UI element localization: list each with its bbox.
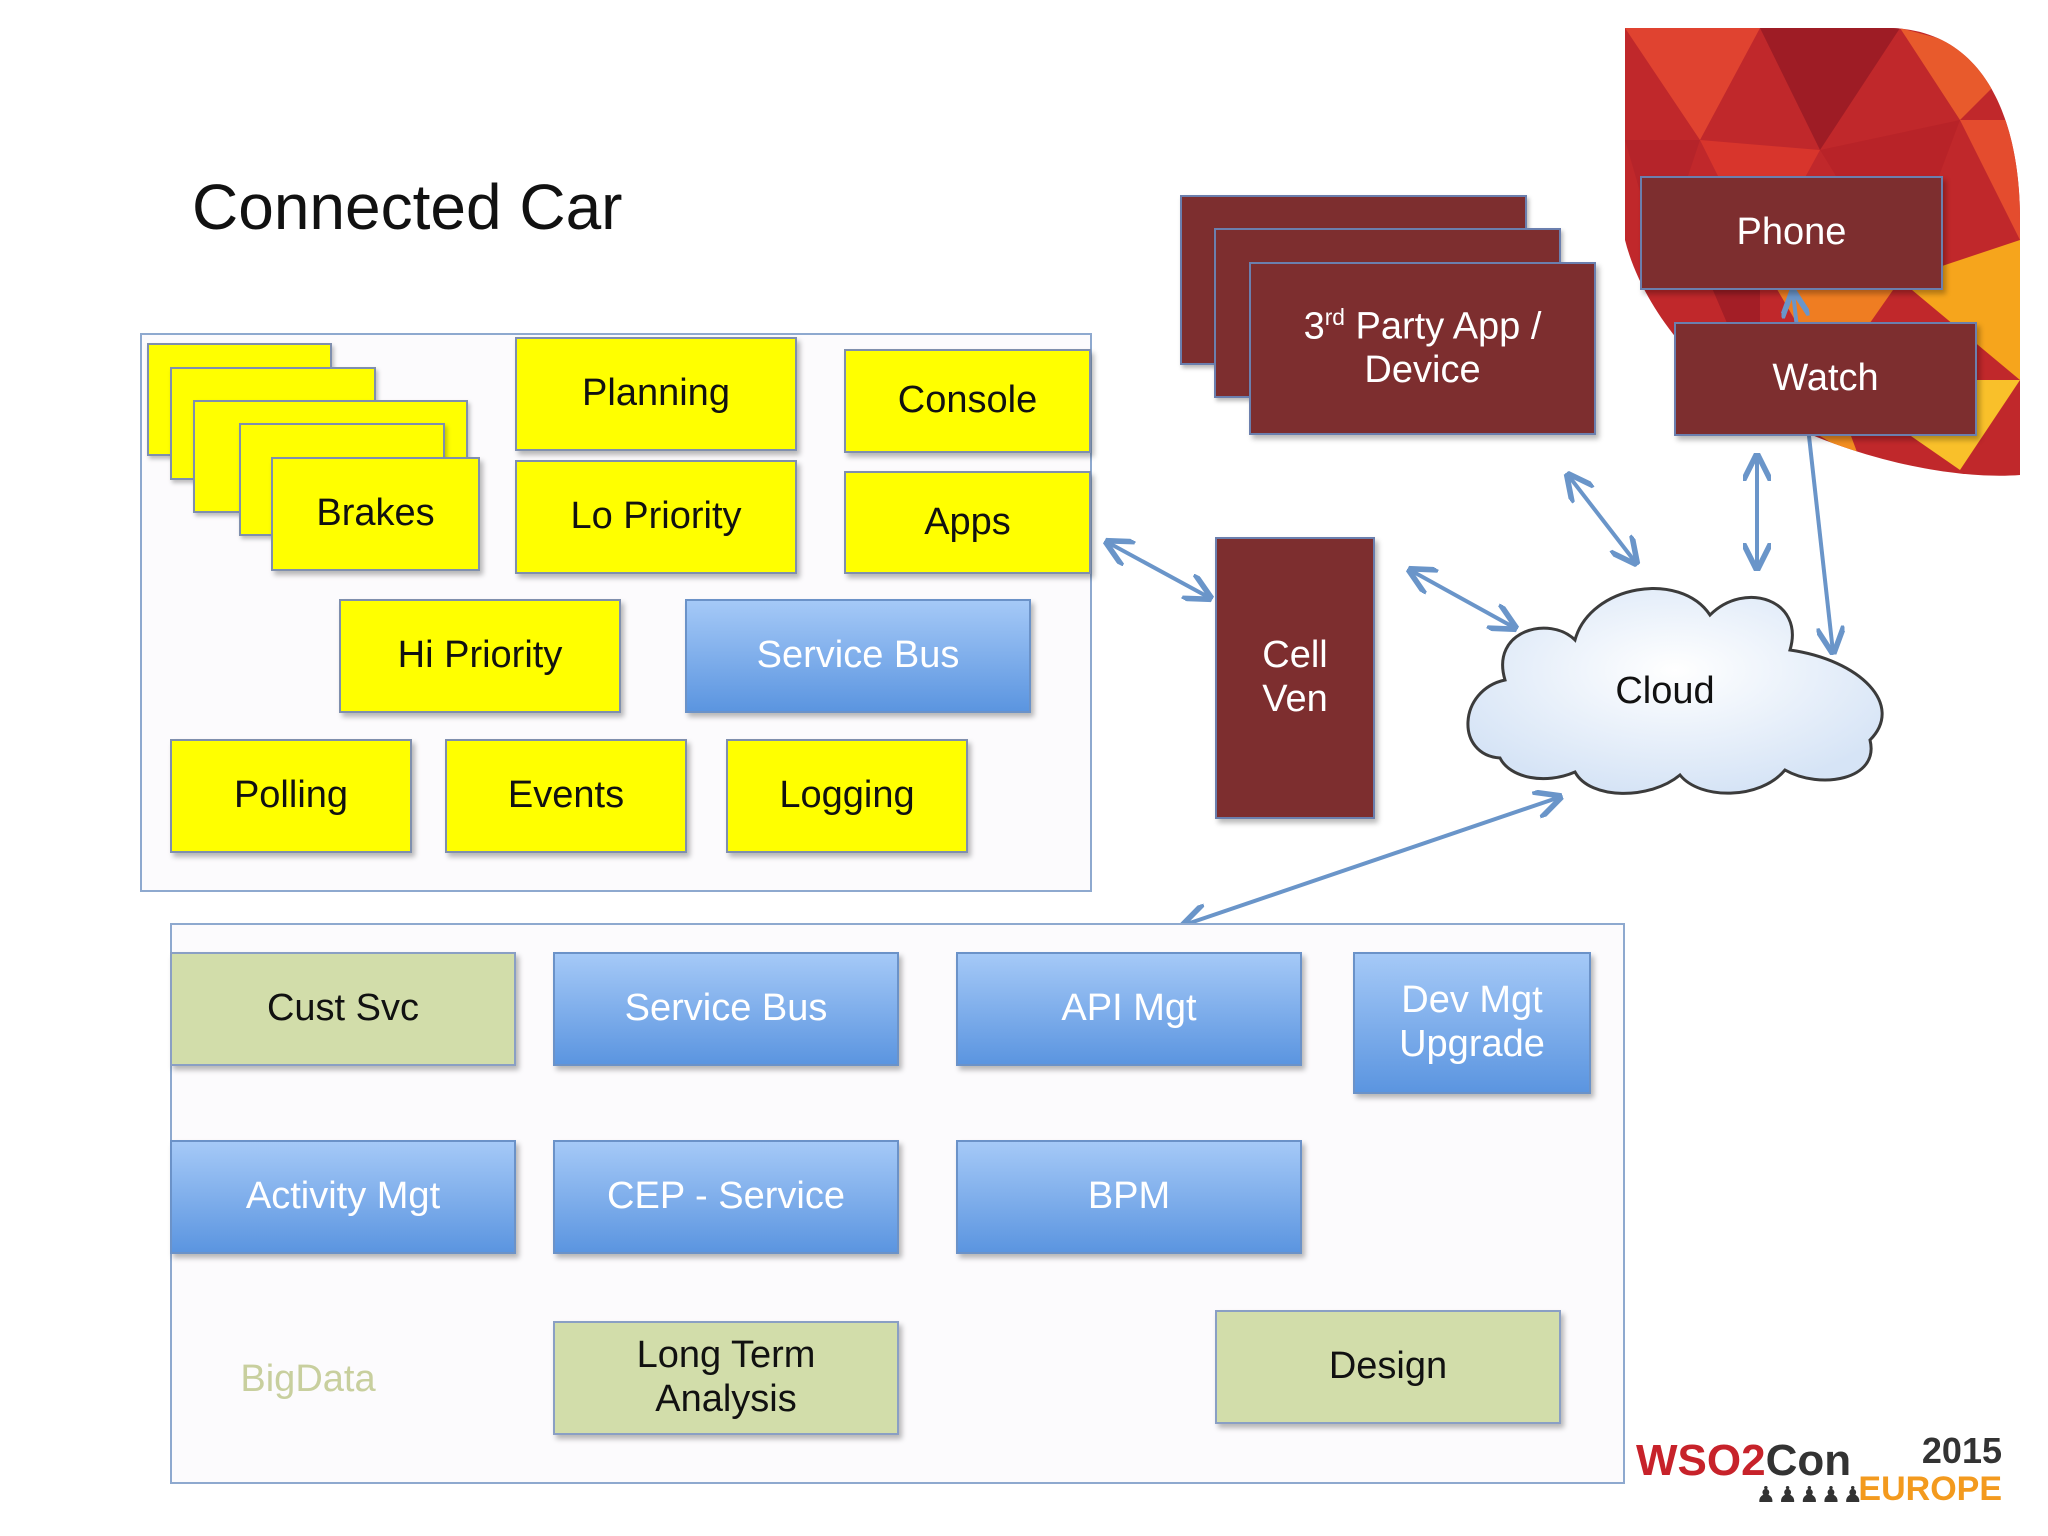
third-party-line1: 3rd Party App / xyxy=(1303,303,1542,348)
hi-priority-box: Hi Priority xyxy=(339,599,621,713)
logo-year: 2015 xyxy=(1921,1430,2002,1471)
events-box: Events xyxy=(445,739,687,853)
apps-box: Apps xyxy=(844,471,1091,574)
dev-mgt-line1: Dev Mgt xyxy=(1401,979,1543,1022)
arrow-thirdparty-to-cloud xyxy=(1568,475,1636,563)
third-party-app-box: 3rd Party App / Device xyxy=(1249,262,1596,435)
apps-label: Apps xyxy=(924,500,1011,543)
lo-priority-box: Lo Priority xyxy=(515,460,797,574)
long-term-line2: Analysis xyxy=(655,1378,797,1420)
cep-service-label: CEP - Service xyxy=(607,1175,845,1218)
brakes-label: Brakes xyxy=(316,492,435,535)
third-party-line2: Device xyxy=(1364,349,1481,392)
cell-vendor-box: Cell Ven xyxy=(1215,537,1375,819)
page-title: Connected Car xyxy=(192,171,623,243)
logging-box: Logging xyxy=(726,739,968,853)
car-service-bus-label: Service Bus xyxy=(756,634,960,677)
people-icon: ♟♟♟♟♟ xyxy=(1756,1482,1865,1507)
watch-label: Watch xyxy=(1772,357,1879,400)
dev-mgt-box: Dev Mgt Upgrade xyxy=(1353,952,1591,1094)
dev-mgt-line2: Upgrade xyxy=(1399,1023,1545,1065)
planning-box: Planning xyxy=(515,337,797,451)
polling-label: Polling xyxy=(233,774,349,817)
polling-box: Polling xyxy=(170,739,412,853)
long-term-analysis-box: Long Term Analysis xyxy=(553,1321,899,1435)
cloud-shape xyxy=(1466,587,1884,795)
activity-mgt-label: Activity Mgt xyxy=(245,1175,441,1218)
logging-label: Logging xyxy=(779,774,915,817)
watch-box: Watch xyxy=(1674,322,1977,436)
backend-service-bus-label: Service Bus xyxy=(624,987,828,1030)
api-mgt-box: API Mgt xyxy=(956,952,1302,1066)
logo-wordmark: WSO2Con xyxy=(1636,1436,1852,1485)
hi-priority-label: Hi Priority xyxy=(397,634,563,677)
cell-line2: Ven xyxy=(1262,678,1328,720)
bpm-box: BPM xyxy=(956,1140,1302,1254)
console-label: Console xyxy=(897,379,1038,422)
bigdata-label: BigData xyxy=(240,1358,376,1400)
arrow-cloud-to-backend xyxy=(1184,797,1560,925)
long-term-line1: Long Term xyxy=(636,1334,816,1377)
phone-label: Phone xyxy=(1736,211,1847,254)
cloud-label: Cloud xyxy=(1615,670,1715,712)
arrow-cell-to-cloud xyxy=(1410,570,1515,628)
arrow-car-to-cell xyxy=(1107,542,1210,598)
api-mgt-label: API Mgt xyxy=(1061,987,1197,1030)
design-label: Design xyxy=(1328,1345,1448,1388)
planning-label: Planning xyxy=(582,372,730,415)
cust-svc-label: Cust Svc xyxy=(266,987,420,1030)
activity-mgt-box: Activity Mgt xyxy=(170,1140,516,1254)
cell-line1: Cell xyxy=(1262,634,1328,677)
console-box: Console xyxy=(844,349,1091,453)
logo-region: EUROPE xyxy=(1858,1470,2002,1508)
wso2con-logo: WSO2Con ♟♟♟♟♟ 2015 EUROPE xyxy=(1636,1430,2010,1510)
cep-service-box: CEP - Service xyxy=(553,1140,899,1254)
car-service-bus-box: Service Bus xyxy=(685,599,1031,713)
bpm-label: BPM xyxy=(1087,1175,1171,1218)
backend-service-bus-box: Service Bus xyxy=(553,952,899,1066)
design-box: Design xyxy=(1215,1310,1561,1424)
brakes-box: Brakes xyxy=(271,457,480,571)
cust-svc-box: Cust Svc xyxy=(170,952,516,1066)
events-label: Events xyxy=(507,774,625,817)
phone-box: Phone xyxy=(1640,176,1943,290)
lo-priority-label: Lo Priority xyxy=(570,495,742,538)
